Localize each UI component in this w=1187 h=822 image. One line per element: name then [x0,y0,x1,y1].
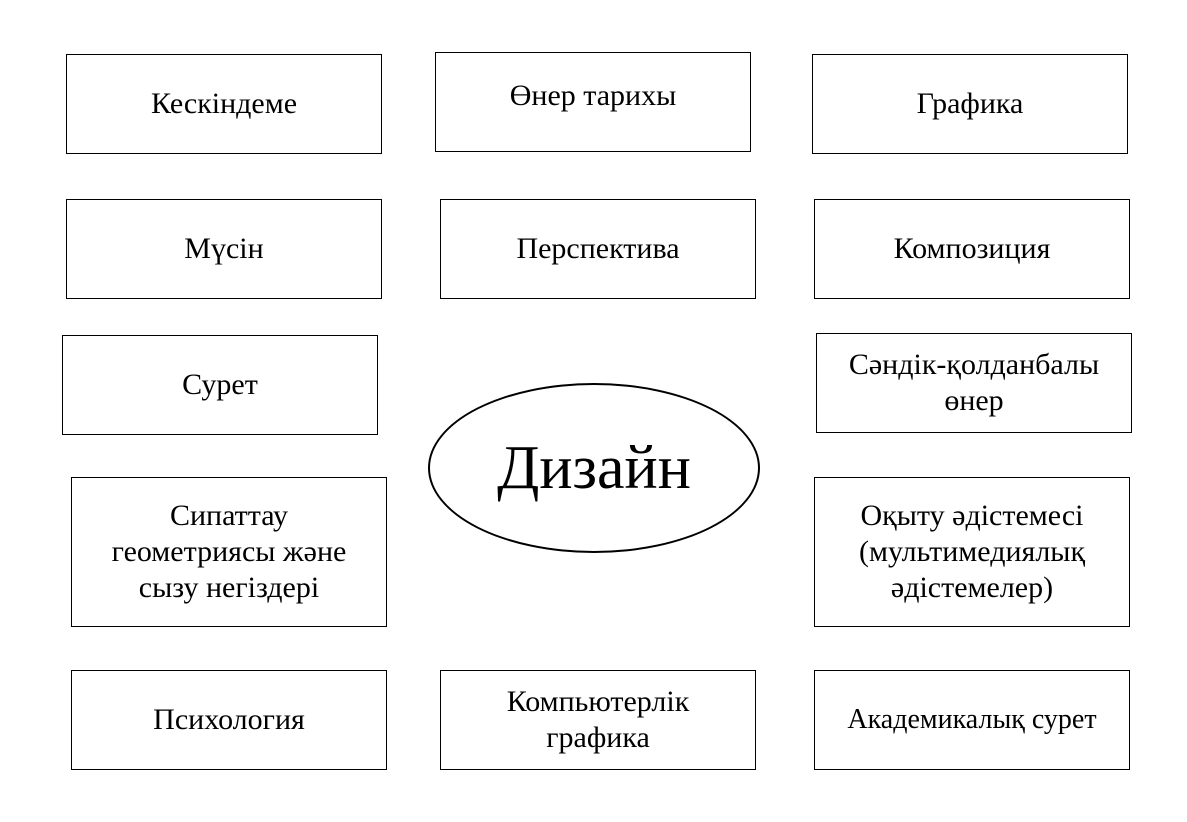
box-oner-tarihy: Өнер тарихы [435,52,751,152]
box-label: Сипаттау геометриясы және сызу негіздері [111,499,347,604]
box-label: Психология [153,703,305,736]
box-perspektiva: Перспектива [440,199,756,299]
box-label: Компьютерлік графика [506,685,690,754]
box-label: Графика [916,87,1024,120]
box-label: Мүсін [184,232,264,265]
box-label: Сәндік-қолданбалы өнер [848,348,1100,417]
box-sandik-qoldanbaly-oner: Сәндік-қолданбалы өнер [816,333,1132,433]
box-suret: Сурет [62,335,378,435]
box-keskindeme: Кескіндеме [66,54,382,154]
box-akademikalyq-suret: Академикалық сурет [814,670,1130,770]
box-label: Композиция [893,232,1051,265]
box-psihologiya: Психология [71,670,387,770]
box-label: Сурет [182,368,258,401]
box-label: Оқыту әдістемесі (мультимедиялық әдістем… [858,499,1086,604]
box-kompyuterlik-grafika: Компьютерлік графика [440,670,756,770]
box-label: Перспектива [516,232,680,265]
box-kompoziciya: Композиция [814,199,1130,299]
box-sipattau-geometriyasy: Сипаттау геометриясы және сызу негіздері [71,477,387,627]
center-label: Дизайн [497,433,691,502]
box-grafika: Графика [812,54,1128,154]
box-label: Академикалық сурет [847,704,1097,735]
box-label: Өнер тарихы [509,79,677,112]
box-label: Кескіндеме [150,87,298,120]
box-musin: Мүсін [66,199,382,299]
box-oqytu-adistemesi: Оқыту әдістемесі (мультимедиялық әдістем… [814,477,1130,627]
center-ellipse: Дизайн [428,383,760,553]
